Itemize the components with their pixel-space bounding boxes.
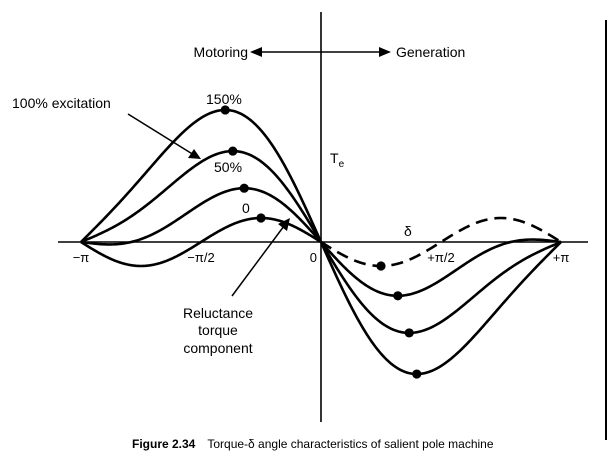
max-point-150- — [412, 369, 422, 379]
label-150-percent: 150% — [206, 91, 242, 107]
x-tick-label: 0 — [310, 250, 317, 265]
delta-label: δ — [404, 223, 412, 239]
x-tick-label: −π/2 — [187, 250, 214, 265]
curve-reluctance-generating-dashed — [320, 216, 562, 268]
reluctance-label-line1: Reluctance — [183, 305, 253, 321]
max-point-50- — [239, 183, 249, 193]
label-100-excitation: 100% excitation — [12, 95, 111, 111]
max-point-50- — [393, 291, 403, 301]
torque-curves — [80, 108, 562, 376]
curve-reluctance-motoring — [80, 216, 322, 268]
arrow-reluctance — [231, 218, 290, 297]
max-torque-points — [220, 105, 422, 379]
y-axis-label: Te — [330, 150, 345, 170]
x-tick-label: −π — [73, 250, 90, 265]
x-tick-label: +π/2 — [427, 250, 454, 265]
generation-label: Generation — [396, 44, 465, 60]
arrow-100-excitation — [127, 113, 201, 159]
max-point-100-excitation — [228, 146, 238, 156]
label-0-percent: 0 — [242, 200, 250, 216]
motoring-label: Motoring — [194, 44, 248, 60]
max-point-0 — [376, 261, 386, 271]
motoring-generation-arrow — [250, 47, 391, 57]
max-point-100-excitation — [404, 328, 414, 338]
x-tick-label: +π — [553, 250, 570, 265]
reluctance-label-line3: component — [183, 340, 252, 356]
max-point-0 — [256, 213, 266, 223]
reluctance-label-line2: torque — [198, 322, 238, 338]
max-point-150- — [220, 105, 230, 115]
label-50-percent: 50% — [214, 159, 242, 175]
x-tick-labels: −π −π/2 0 +π/2 +π — [73, 250, 570, 265]
